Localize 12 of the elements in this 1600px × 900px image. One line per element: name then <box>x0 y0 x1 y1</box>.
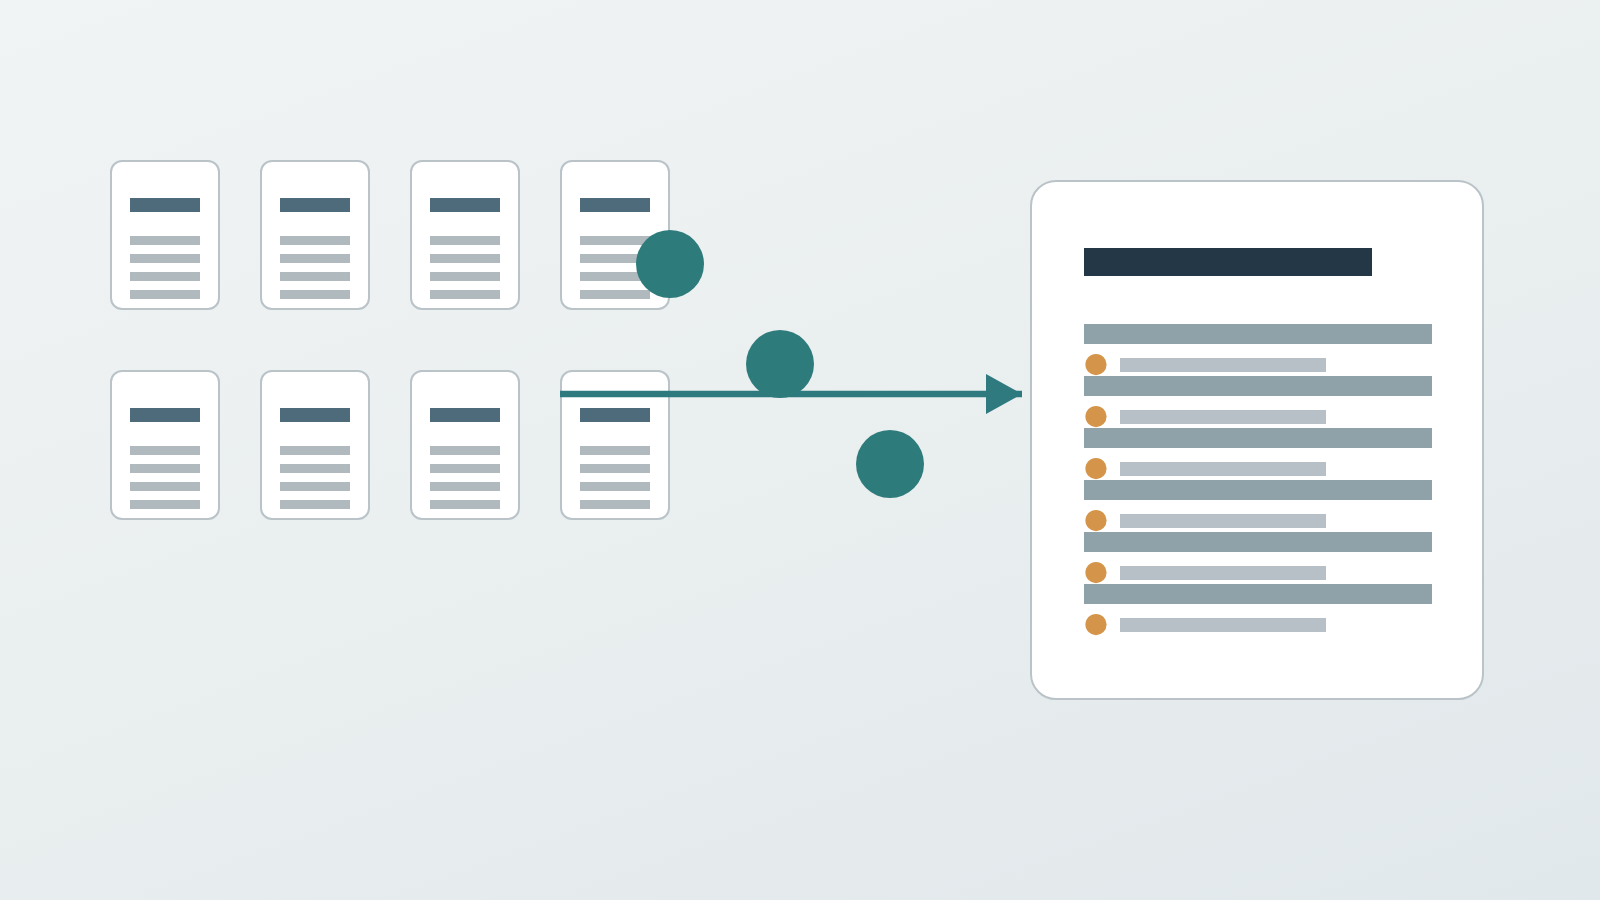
document-icon <box>410 370 520 520</box>
dot-icon <box>856 430 924 498</box>
arrow <box>560 374 1022 414</box>
dot-icon <box>636 230 704 298</box>
document-icon <box>260 370 370 520</box>
document-icon <box>560 160 670 310</box>
document-icon <box>110 160 220 310</box>
document-icon <box>560 370 670 520</box>
dot-icon <box>746 330 814 398</box>
document-icon <box>260 160 370 310</box>
document-icon <box>410 160 520 310</box>
document-icon <box>110 370 220 520</box>
